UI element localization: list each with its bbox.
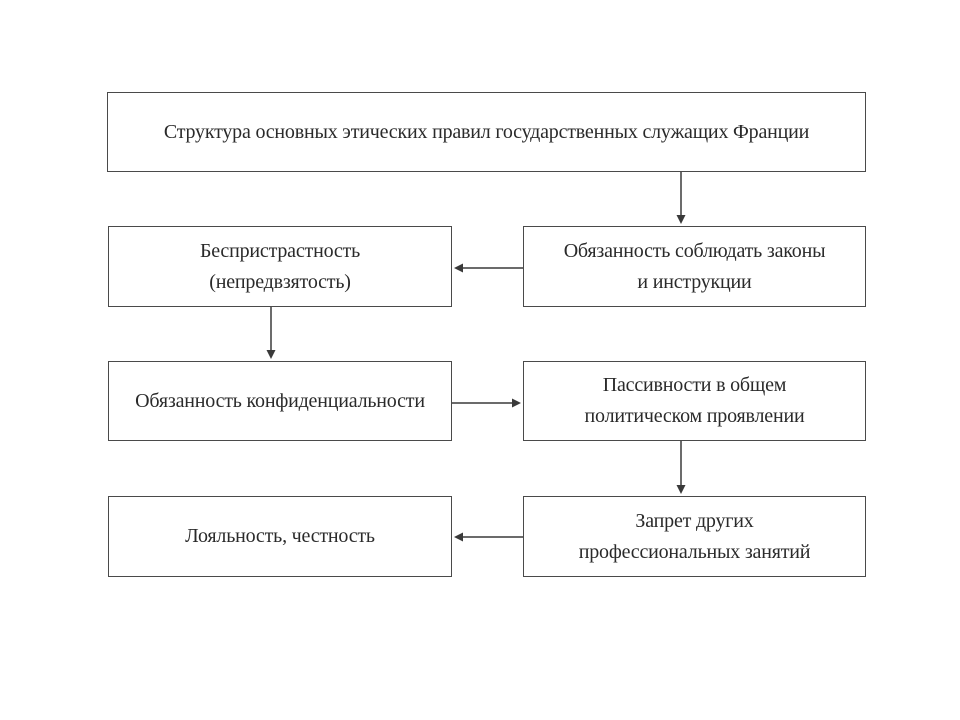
- passivity-text: Пассивности в общем политическом проявле…: [584, 374, 805, 427]
- title-text: Структура основных этических правил госу…: [163, 120, 810, 143]
- arrow-ban-to-loyalty-head: [454, 532, 463, 542]
- arrow-confidentiality-to-passivity-head: [512, 398, 521, 408]
- ban-text: Запрет других профессиональных занятий: [578, 509, 811, 563]
- passivity-box: Пассивности в общем политическом проявле…: [523, 361, 866, 441]
- title-box: Структура основных этических правил госу…: [107, 92, 866, 172]
- arrow-passivity-to-ban-head: [676, 485, 686, 494]
- arrow-obey-laws-to-impartiality-head: [454, 263, 463, 273]
- arrow-ban-to-loyalty: [454, 532, 523, 542]
- obey-laws-text: Обязанность соблюдать законы и инструкци…: [563, 239, 826, 293]
- ban-box: Запрет других профессиональных занятий: [523, 496, 866, 577]
- arrow-title-to-obey-laws-head: [676, 215, 686, 224]
- confidentiality-text: Обязанность конфиденциальности: [135, 389, 425, 412]
- arrow-passivity-to-ban: [676, 441, 686, 494]
- confidentiality-box: Обязанность конфиденциальности: [108, 361, 452, 441]
- arrow-obey-laws-to-impartiality: [454, 263, 523, 273]
- arrow-title-to-obey-laws: [676, 172, 686, 224]
- arrow-impartiality-to-confidentiality-head: [266, 350, 276, 359]
- arrow-confidentiality-to-passivity: [452, 398, 521, 408]
- loyalty-text: Лояльность, честность: [185, 525, 375, 547]
- impartiality-text: Беспристрастность (непредвзятость): [199, 239, 361, 293]
- loyalty-box: Лояльность, честность: [108, 496, 452, 577]
- obey-laws-box: Обязанность соблюдать законы и инструкци…: [523, 226, 866, 307]
- arrow-impartiality-to-confidentiality: [266, 307, 276, 359]
- impartiality-box: Беспристрастность (непредвзятость): [108, 226, 452, 307]
